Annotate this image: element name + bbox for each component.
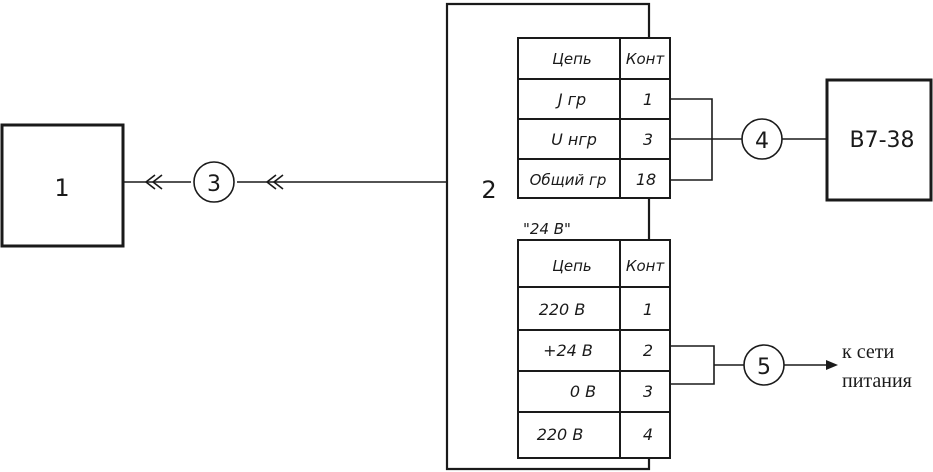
power-label-line2: питания — [842, 370, 912, 392]
table-top — [517, 37, 671, 199]
table-bottom-header-contact: Конт — [626, 257, 666, 275]
table-top-row2-contact: 3 — [643, 130, 653, 149]
cable-3-label: 3 — [207, 172, 221, 197]
wire-bundle-4 — [670, 98, 742, 181]
block-1 — [0, 123, 125, 248]
table-top-header-contact: Конт — [626, 50, 666, 68]
table-bottom-row2-contact: 2 — [643, 341, 653, 360]
connector-plug-left-icon — [144, 174, 163, 190]
table-bottom — [517, 239, 671, 459]
cable-5-label: 5 — [757, 355, 771, 380]
table-bottom-row4-circuit: 220 В — [537, 425, 584, 444]
table-top-row1-contact: 1 — [643, 90, 653, 109]
table-bottom-row2-circuit: +24 В — [543, 341, 593, 360]
table-bottom-row4-contact: 4 — [643, 425, 653, 444]
table-bottom-caption: "24 В" — [523, 220, 571, 238]
wire-bundle-5 — [670, 345, 744, 385]
connector-plug-right-icon — [265, 174, 284, 190]
voltmeter-block — [825, 78, 933, 202]
table-top-row3-circuit: Общий гр — [530, 171, 607, 189]
table-bottom-row3-circuit: 0 В — [570, 382, 596, 401]
cable-4-label: 4 — [755, 129, 769, 154]
table-bottom-row1-contact: 1 — [643, 300, 653, 319]
table-bottom-header-circuit: Цепь — [552, 257, 592, 275]
table-top-row3-contact: 18 — [636, 170, 656, 189]
cable-3-marker — [193, 161, 235, 203]
block-2-frame — [445, 2, 651, 471]
arrow-right-icon — [826, 360, 838, 370]
block-2-label: 2 — [481, 176, 496, 204]
table-top-row2-circuit: U нгр — [551, 130, 597, 149]
table-bottom-row1-circuit: 220 В — [539, 300, 586, 319]
table-bottom-row3-contact: 3 — [643, 382, 653, 401]
power-label-line1: к сети — [842, 341, 894, 363]
table-top-header-circuit: Цепь — [552, 50, 592, 68]
voltmeter-label: В7-38 — [849, 128, 914, 153]
table-top-row1-circuit: J гр — [555, 90, 586, 109]
block-1-label: 1 — [54, 174, 69, 202]
